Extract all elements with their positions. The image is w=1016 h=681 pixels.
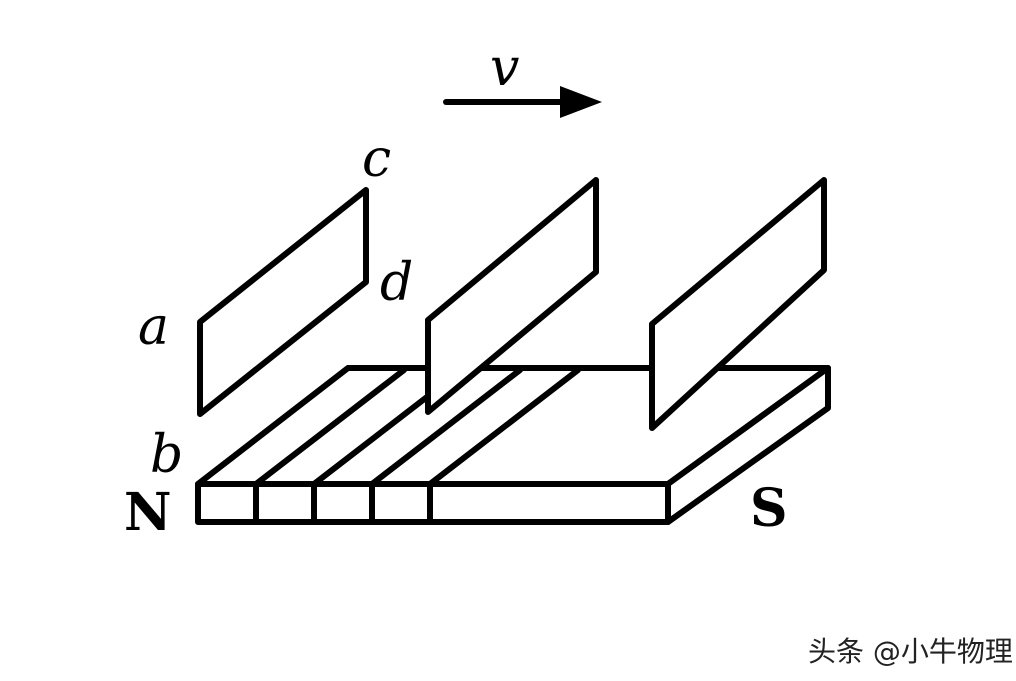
velocity-arrow [443, 86, 602, 118]
coil-loop-1 [197, 187, 369, 417]
coil-loop-2 [425, 177, 599, 415]
watermark: 头条 @小牛物理 [808, 635, 1013, 668]
corner-b-label: b [150, 425, 183, 485]
corner-d-label: d [380, 253, 413, 313]
bar-magnet [195, 365, 831, 525]
south-pole-label: S [750, 478, 788, 539]
corner-c-label: c [362, 129, 391, 189]
corner-a-label: a [138, 297, 169, 357]
velocity-label: v [490, 38, 519, 98]
coil-loop-3 [649, 177, 827, 431]
north-pole-label: N [124, 482, 172, 543]
